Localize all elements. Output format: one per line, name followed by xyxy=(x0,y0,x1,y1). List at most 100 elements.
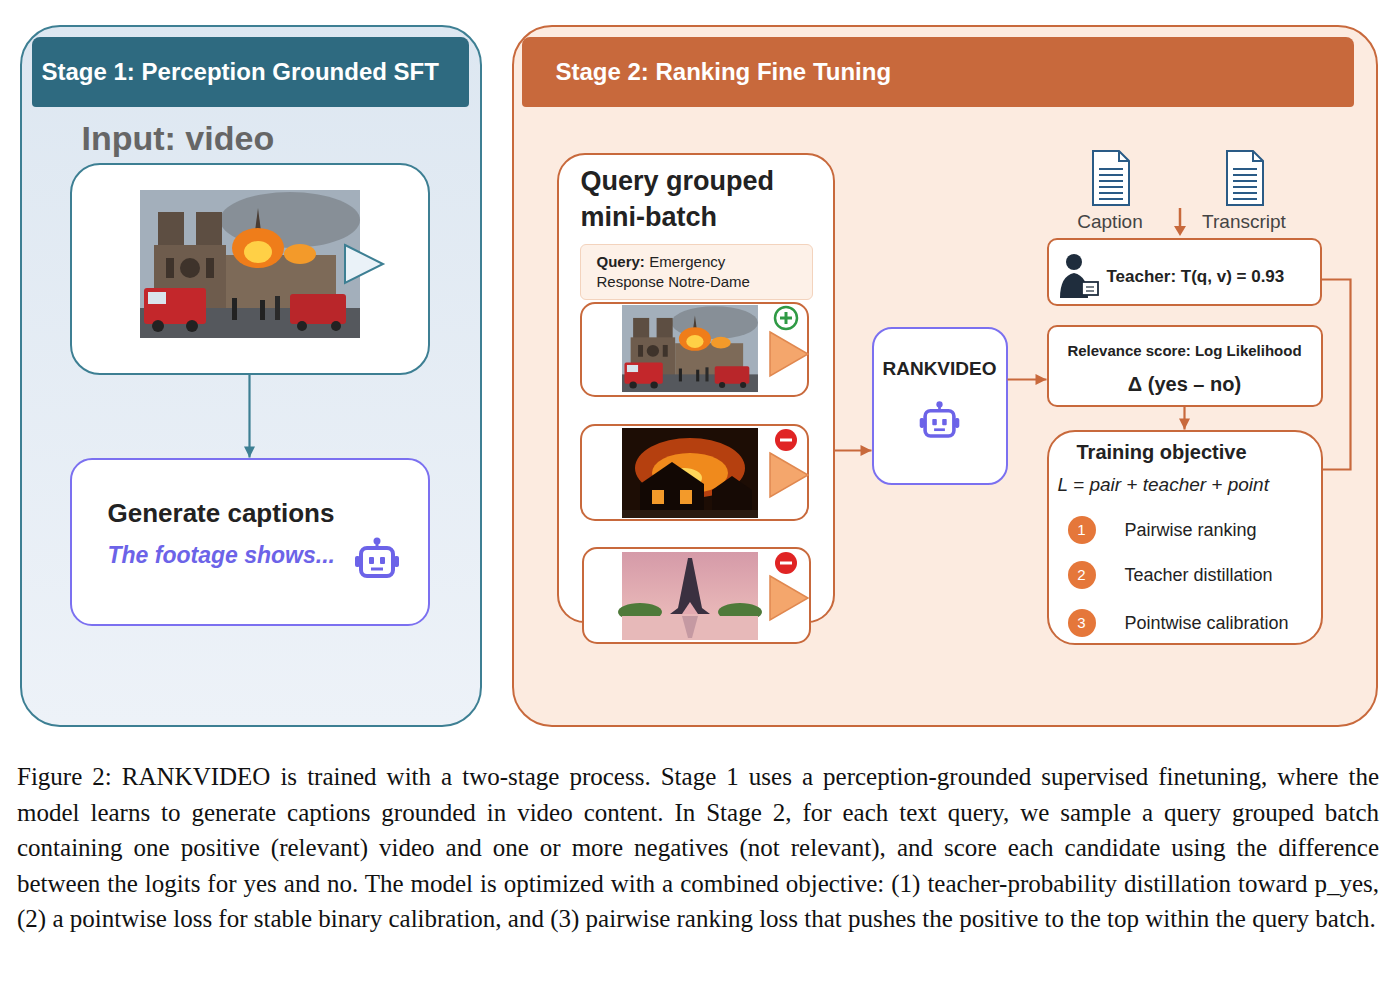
document-icon xyxy=(1093,151,1263,205)
connector-arrow xyxy=(1008,374,1047,385)
illustration-part xyxy=(775,307,797,329)
illustration-part xyxy=(652,490,664,504)
illustration-part xyxy=(682,616,698,638)
node-text: Δ (yes – no) xyxy=(1049,371,1321,397)
icon-label: Caption xyxy=(1050,210,1170,234)
candidate-video xyxy=(581,425,808,520)
node-title: 2 xyxy=(1068,561,1096,589)
node-title: Query: xyxy=(597,253,645,270)
stage-panel: Stage 1: Perception Grounded SFT Input: v… xyxy=(20,25,482,727)
query-box: Query:Emergency Response Notre-Dame xyxy=(580,244,813,300)
connector-line xyxy=(1008,378,1047,380)
illustration-part xyxy=(785,312,788,324)
illustration-part xyxy=(635,438,745,498)
illustration-part xyxy=(622,510,758,518)
video-still xyxy=(140,190,383,338)
input-arrow xyxy=(1174,208,1186,236)
illustration-part xyxy=(355,538,399,577)
illustration-part xyxy=(666,468,702,488)
illustration-part xyxy=(670,558,710,614)
illustration-part xyxy=(1174,226,1186,236)
illustration-part xyxy=(1179,208,1182,227)
model-box: RANKVIDEO xyxy=(872,327,1008,485)
node-title: Stage 1: Perception Grounded SFT xyxy=(32,37,469,107)
connector-line xyxy=(1183,407,1185,430)
icon-label: Transcript xyxy=(1184,210,1304,234)
illustration-part xyxy=(1086,286,1094,287)
node-title: 3 xyxy=(1068,609,1096,637)
candidate-video xyxy=(583,548,810,643)
illustration-part xyxy=(640,462,704,518)
teacher-icon xyxy=(1060,254,1098,298)
process-box: Generate captionsThe footage shows... xyxy=(70,458,430,626)
connector-line xyxy=(835,449,872,451)
illustration-part xyxy=(1227,151,1263,205)
illustration-part xyxy=(583,548,810,643)
illustration-part xyxy=(780,317,792,320)
connector-arrow xyxy=(1322,280,1351,470)
node-title: RANKVIDEO xyxy=(874,357,1006,381)
illustration-part xyxy=(1086,290,1094,291)
illustration-part xyxy=(618,603,662,621)
arrow-head xyxy=(1036,374,1047,385)
node-title: Query grouped mini-batch xyxy=(581,163,821,235)
callout-number: 3 xyxy=(1068,609,1096,637)
arrow-head xyxy=(861,445,872,456)
connector-arrow xyxy=(1179,407,1190,430)
robot-icon xyxy=(920,401,960,436)
node-title: Generate captions xyxy=(108,497,428,529)
connector-line xyxy=(1322,280,1351,470)
illustration-part xyxy=(622,305,758,392)
node-title: Stage 2: Ranking Fine Tuning xyxy=(522,37,1354,107)
illustration-part xyxy=(622,552,758,640)
illustration-part xyxy=(775,429,797,451)
illustration-part xyxy=(581,303,808,396)
illustration-part xyxy=(770,453,808,497)
connector-arrow xyxy=(835,445,872,456)
illustration-part xyxy=(1066,254,1082,270)
candidate-video xyxy=(581,303,808,396)
illustration-part xyxy=(680,490,692,504)
node-title: Input: video xyxy=(82,116,428,160)
illustration-part xyxy=(1082,282,1098,295)
illustration-part xyxy=(780,562,792,565)
illustration-part xyxy=(652,453,728,493)
stage-panel: Stage 2: Ranking Fine TuningQuery groupe… xyxy=(512,25,1378,727)
callout-number: 1 xyxy=(1068,516,1096,544)
illustration-part xyxy=(770,576,808,620)
node-title: Relevance score: Log Likelihood xyxy=(1049,341,1321,361)
illustration-part xyxy=(718,603,762,621)
teacher-box: Teacher: T(q, v) = 0.93 xyxy=(1047,238,1322,306)
illustration-part xyxy=(1093,151,1129,205)
illustration-part xyxy=(780,439,792,442)
illustration-part xyxy=(1060,273,1088,298)
text-line: Query:Emergency Response Notre-Dame xyxy=(597,252,787,292)
illustration-part xyxy=(682,602,698,614)
node-title: Training objective xyxy=(1077,440,1321,464)
objective-box: Training objective L = pair + teacher + p… xyxy=(1047,430,1323,645)
node-text: L = pair + teacher + point xyxy=(1058,473,1321,497)
illustration-part xyxy=(712,476,752,518)
video-box: Input: video xyxy=(70,163,430,375)
illustration-part xyxy=(622,428,758,518)
illustration-part xyxy=(622,428,758,518)
node-title: Teacher: T(q, v) = 0.93 xyxy=(1107,266,1320,288)
illustration-part xyxy=(618,552,762,640)
connector-arrow xyxy=(244,375,255,458)
illustration-part xyxy=(920,401,960,436)
node-text: Teacher distillation xyxy=(1125,563,1321,587)
illustration-part xyxy=(770,332,808,376)
node-title: 1 xyxy=(1068,516,1096,544)
illustration-part xyxy=(622,616,758,640)
illustration-part xyxy=(140,190,360,338)
callout-number: 2 xyxy=(1068,561,1096,589)
batch-box: Query grouped mini-batchQuery:Emergency … xyxy=(557,153,835,623)
connector-line xyxy=(248,375,250,458)
node-text: Pairwise ranking xyxy=(1125,518,1321,542)
illustration-part xyxy=(345,245,383,283)
illustration-part xyxy=(581,425,808,520)
figure-caption: Figure 2: RANKVIDEO is trained with a tw… xyxy=(17,759,1379,937)
illustration-part xyxy=(775,552,797,574)
node-text: Pointwise calibration xyxy=(1125,611,1321,635)
arrow-head xyxy=(1179,419,1190,430)
